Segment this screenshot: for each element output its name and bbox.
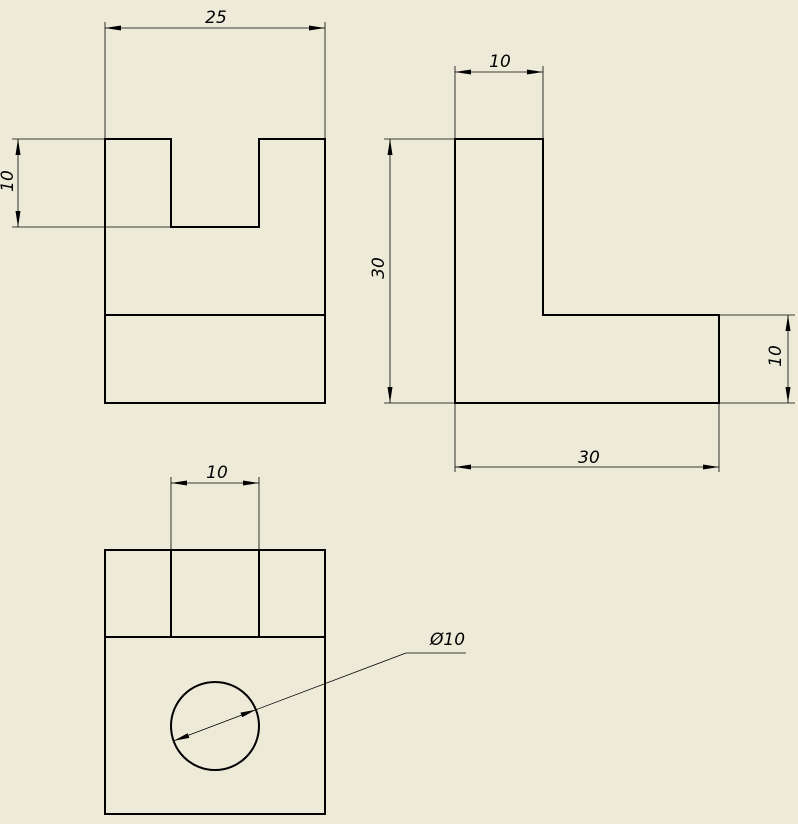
dimension-arrow bbox=[527, 69, 543, 75]
dimension-arrow bbox=[785, 315, 791, 331]
top-view-outline bbox=[104, 549, 326, 815]
side-height-dimension: 30 bbox=[369, 138, 454, 404]
dimension-arrow bbox=[387, 139, 393, 155]
side-step-height-dimension: 10 bbox=[720, 314, 795, 404]
top-slot-width-label: 10 bbox=[206, 463, 228, 483]
dimension-arrow bbox=[785, 387, 791, 403]
dimension-arrow bbox=[240, 709, 257, 718]
dimension-arrow bbox=[455, 69, 471, 75]
dimension-arrow bbox=[243, 480, 259, 486]
dimension-arrow bbox=[173, 733, 190, 741]
dimension-arrow bbox=[703, 464, 719, 470]
front-width-dimension: 25 bbox=[104, 8, 326, 138]
hole-circle bbox=[170, 681, 260, 771]
side-top-width-label: 10 bbox=[489, 52, 511, 72]
dimension-arrow bbox=[15, 139, 21, 155]
dimension-arrow bbox=[171, 480, 187, 486]
hole-diameter-dimension: Ø10 bbox=[173, 630, 466, 742]
front-slot-depth-label: 10 bbox=[0, 170, 18, 192]
side-view: 10 30 10 30 bbox=[369, 52, 795, 472]
side-height-label: 30 bbox=[369, 257, 389, 279]
front-view-outline bbox=[104, 138, 326, 404]
side-top-width-dimension: 10 bbox=[454, 52, 544, 138]
side-base-width-label: 30 bbox=[578, 448, 600, 468]
top-view: 10 Ø10 bbox=[104, 463, 466, 815]
front-view: 25 10 bbox=[0, 8, 326, 404]
top-slot-width-dimension: 10 bbox=[170, 463, 260, 549]
side-base-width-dimension: 30 bbox=[454, 404, 720, 472]
side-view-outline bbox=[454, 138, 720, 404]
dimension-arrow bbox=[455, 464, 471, 470]
dimension-arrow bbox=[15, 211, 21, 227]
front-width-label: 25 bbox=[205, 8, 227, 28]
dimension-arrow bbox=[309, 25, 325, 31]
dimension-arrow bbox=[105, 25, 121, 31]
side-step-height-label: 10 bbox=[766, 345, 786, 367]
hole-diameter-label: Ø10 bbox=[429, 630, 465, 650]
front-slot-depth-dimension: 10 bbox=[0, 138, 170, 228]
dimension-arrow bbox=[387, 387, 393, 403]
